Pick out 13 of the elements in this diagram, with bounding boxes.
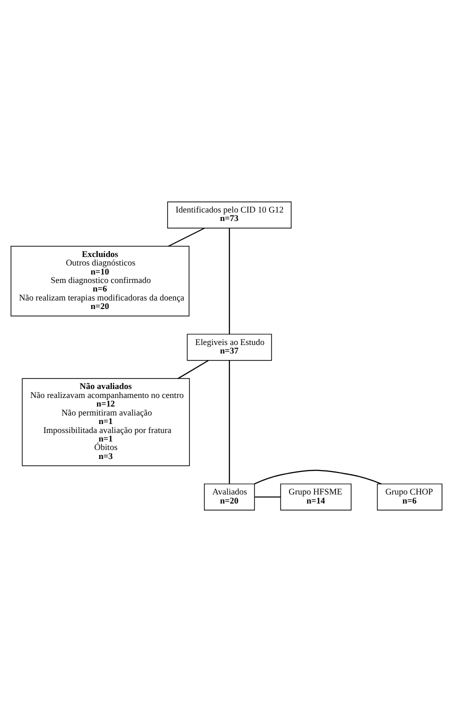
connector bbox=[228, 228, 230, 334]
node-box: Identificados pelo CID 10 G12 n=73 bbox=[167, 201, 292, 228]
node-box: Não avaliados Não realizavam acompanhamento no centro n=12 Não permitiram avaliação n=1 Impossibilitada avaliação por fratura n=1 Óbitos n=3 bbox=[22, 378, 190, 466]
connector bbox=[228, 360, 230, 484]
node-box: Grupo HFSME n=14 bbox=[280, 483, 352, 510]
node-box: Elegiveis ao Estudo n=37 bbox=[186, 333, 272, 360]
node-box: Avaliados n=20 bbox=[204, 483, 255, 510]
node-box: Excluídos Outros diagnósticos n=10 Sem diagnostico confirmado n=6 Não realizam terapias modificadoras da doença n=20 bbox=[10, 245, 190, 316]
connector bbox=[254, 469, 382, 484]
connector bbox=[168, 227, 205, 246]
node-box: Grupo CHOP n=6 bbox=[376, 483, 442, 510]
connector bbox=[254, 496, 281, 498]
connector bbox=[178, 359, 209, 378]
